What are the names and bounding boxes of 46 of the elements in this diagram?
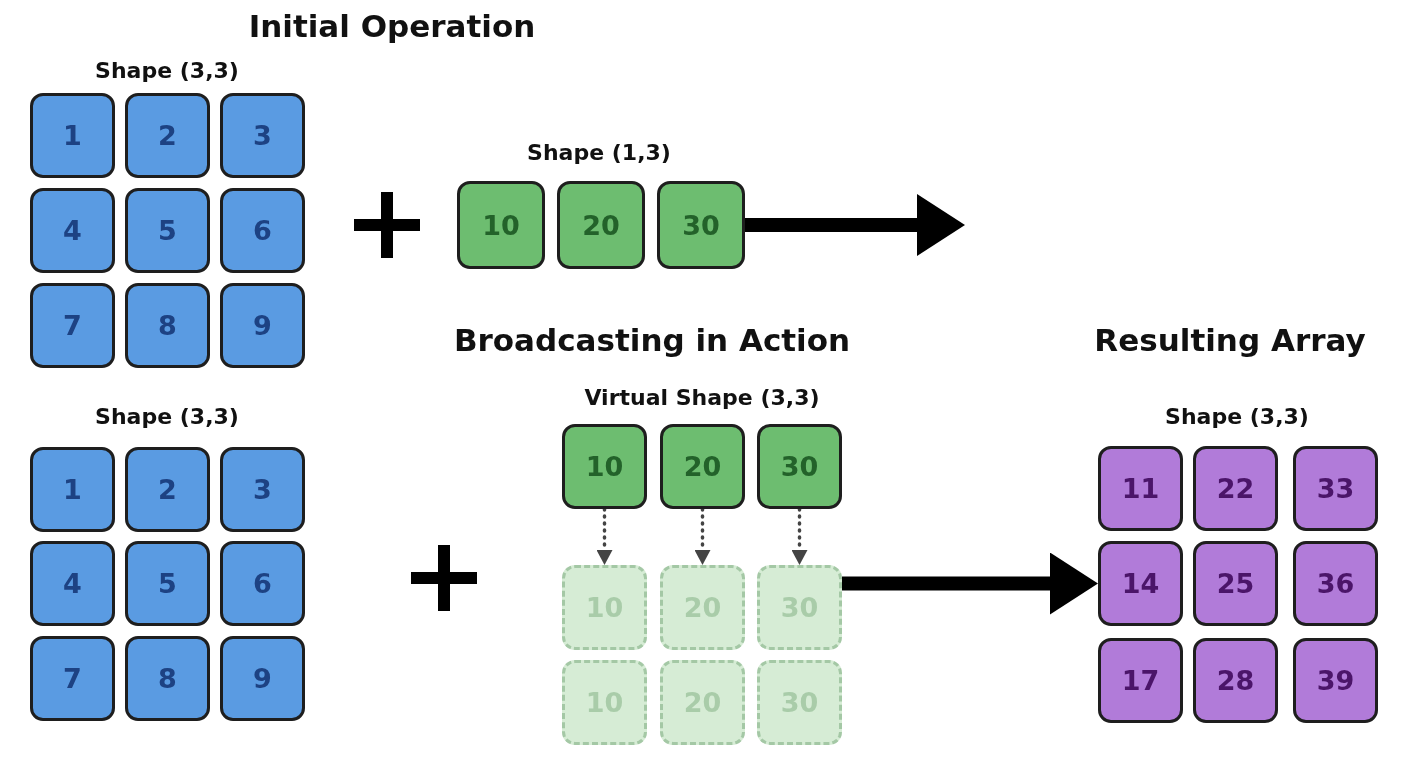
array-element-tile: 1 bbox=[30, 447, 115, 532]
array-element-tile: 11 bbox=[1098, 446, 1183, 531]
section-heading: Broadcasting in Action bbox=[453, 322, 851, 358]
array-element-tile: 3 bbox=[220, 447, 305, 532]
shape-label: Shape (1,3) bbox=[527, 140, 671, 165]
array-element-tile: 36 bbox=[1293, 541, 1378, 626]
array-element-tile: 5 bbox=[125, 541, 210, 626]
arrow bbox=[745, 194, 965, 256]
array-element-tile: 3 bbox=[220, 93, 305, 178]
section-heading: Resulting Array bbox=[1094, 322, 1366, 358]
array-element-tile: 20 bbox=[557, 181, 645, 269]
array-element-tile: 25 bbox=[1193, 541, 1278, 626]
array-element-tile: 9 bbox=[220, 636, 305, 721]
array-element-tile: 30 bbox=[657, 181, 745, 269]
arrow bbox=[694, 507, 711, 565]
array-element-tile: 6 bbox=[220, 188, 305, 273]
arrow bbox=[596, 507, 613, 565]
array-element-tile: 4 bbox=[30, 541, 115, 626]
array-element-tile: 20 bbox=[660, 424, 745, 509]
array-element-tile: 1 bbox=[30, 93, 115, 178]
arrow bbox=[791, 507, 808, 565]
shape-label: Shape (3,3) bbox=[95, 58, 239, 83]
array-element-tile: 7 bbox=[30, 636, 115, 721]
array-element-tile: 9 bbox=[220, 283, 305, 368]
arrow bbox=[842, 552, 1098, 615]
shape-label: Shape (3,3) bbox=[1165, 404, 1309, 429]
array-element-tile: 10 bbox=[457, 181, 545, 269]
array-element-tile: 4 bbox=[30, 188, 115, 273]
array-element-tile: 22 bbox=[1193, 446, 1278, 531]
array-element-tile: 39 bbox=[1293, 638, 1378, 723]
shape-label: Virtual Shape (3,3) bbox=[584, 385, 820, 410]
array-element-tile: 17 bbox=[1098, 638, 1183, 723]
array-element-tile: 6 bbox=[220, 541, 305, 626]
array-element-tile: 30 bbox=[757, 424, 842, 509]
array-element-tile: 8 bbox=[125, 636, 210, 721]
array-element-tile: 33 bbox=[1293, 446, 1378, 531]
array-element-tile: 14 bbox=[1098, 541, 1183, 626]
section-heading: Initial Operation bbox=[248, 8, 536, 44]
array-element-tile: 7 bbox=[30, 283, 115, 368]
array-element-tile: 8 bbox=[125, 283, 210, 368]
array-element-tile: 10 bbox=[562, 424, 647, 509]
shape-label: Shape (3,3) bbox=[95, 404, 239, 429]
array-element-tile: 2 bbox=[125, 93, 210, 178]
array-element-tile: 2 bbox=[125, 447, 210, 532]
array-element-tile: 5 bbox=[125, 188, 210, 273]
array-element-tile: 28 bbox=[1193, 638, 1278, 723]
